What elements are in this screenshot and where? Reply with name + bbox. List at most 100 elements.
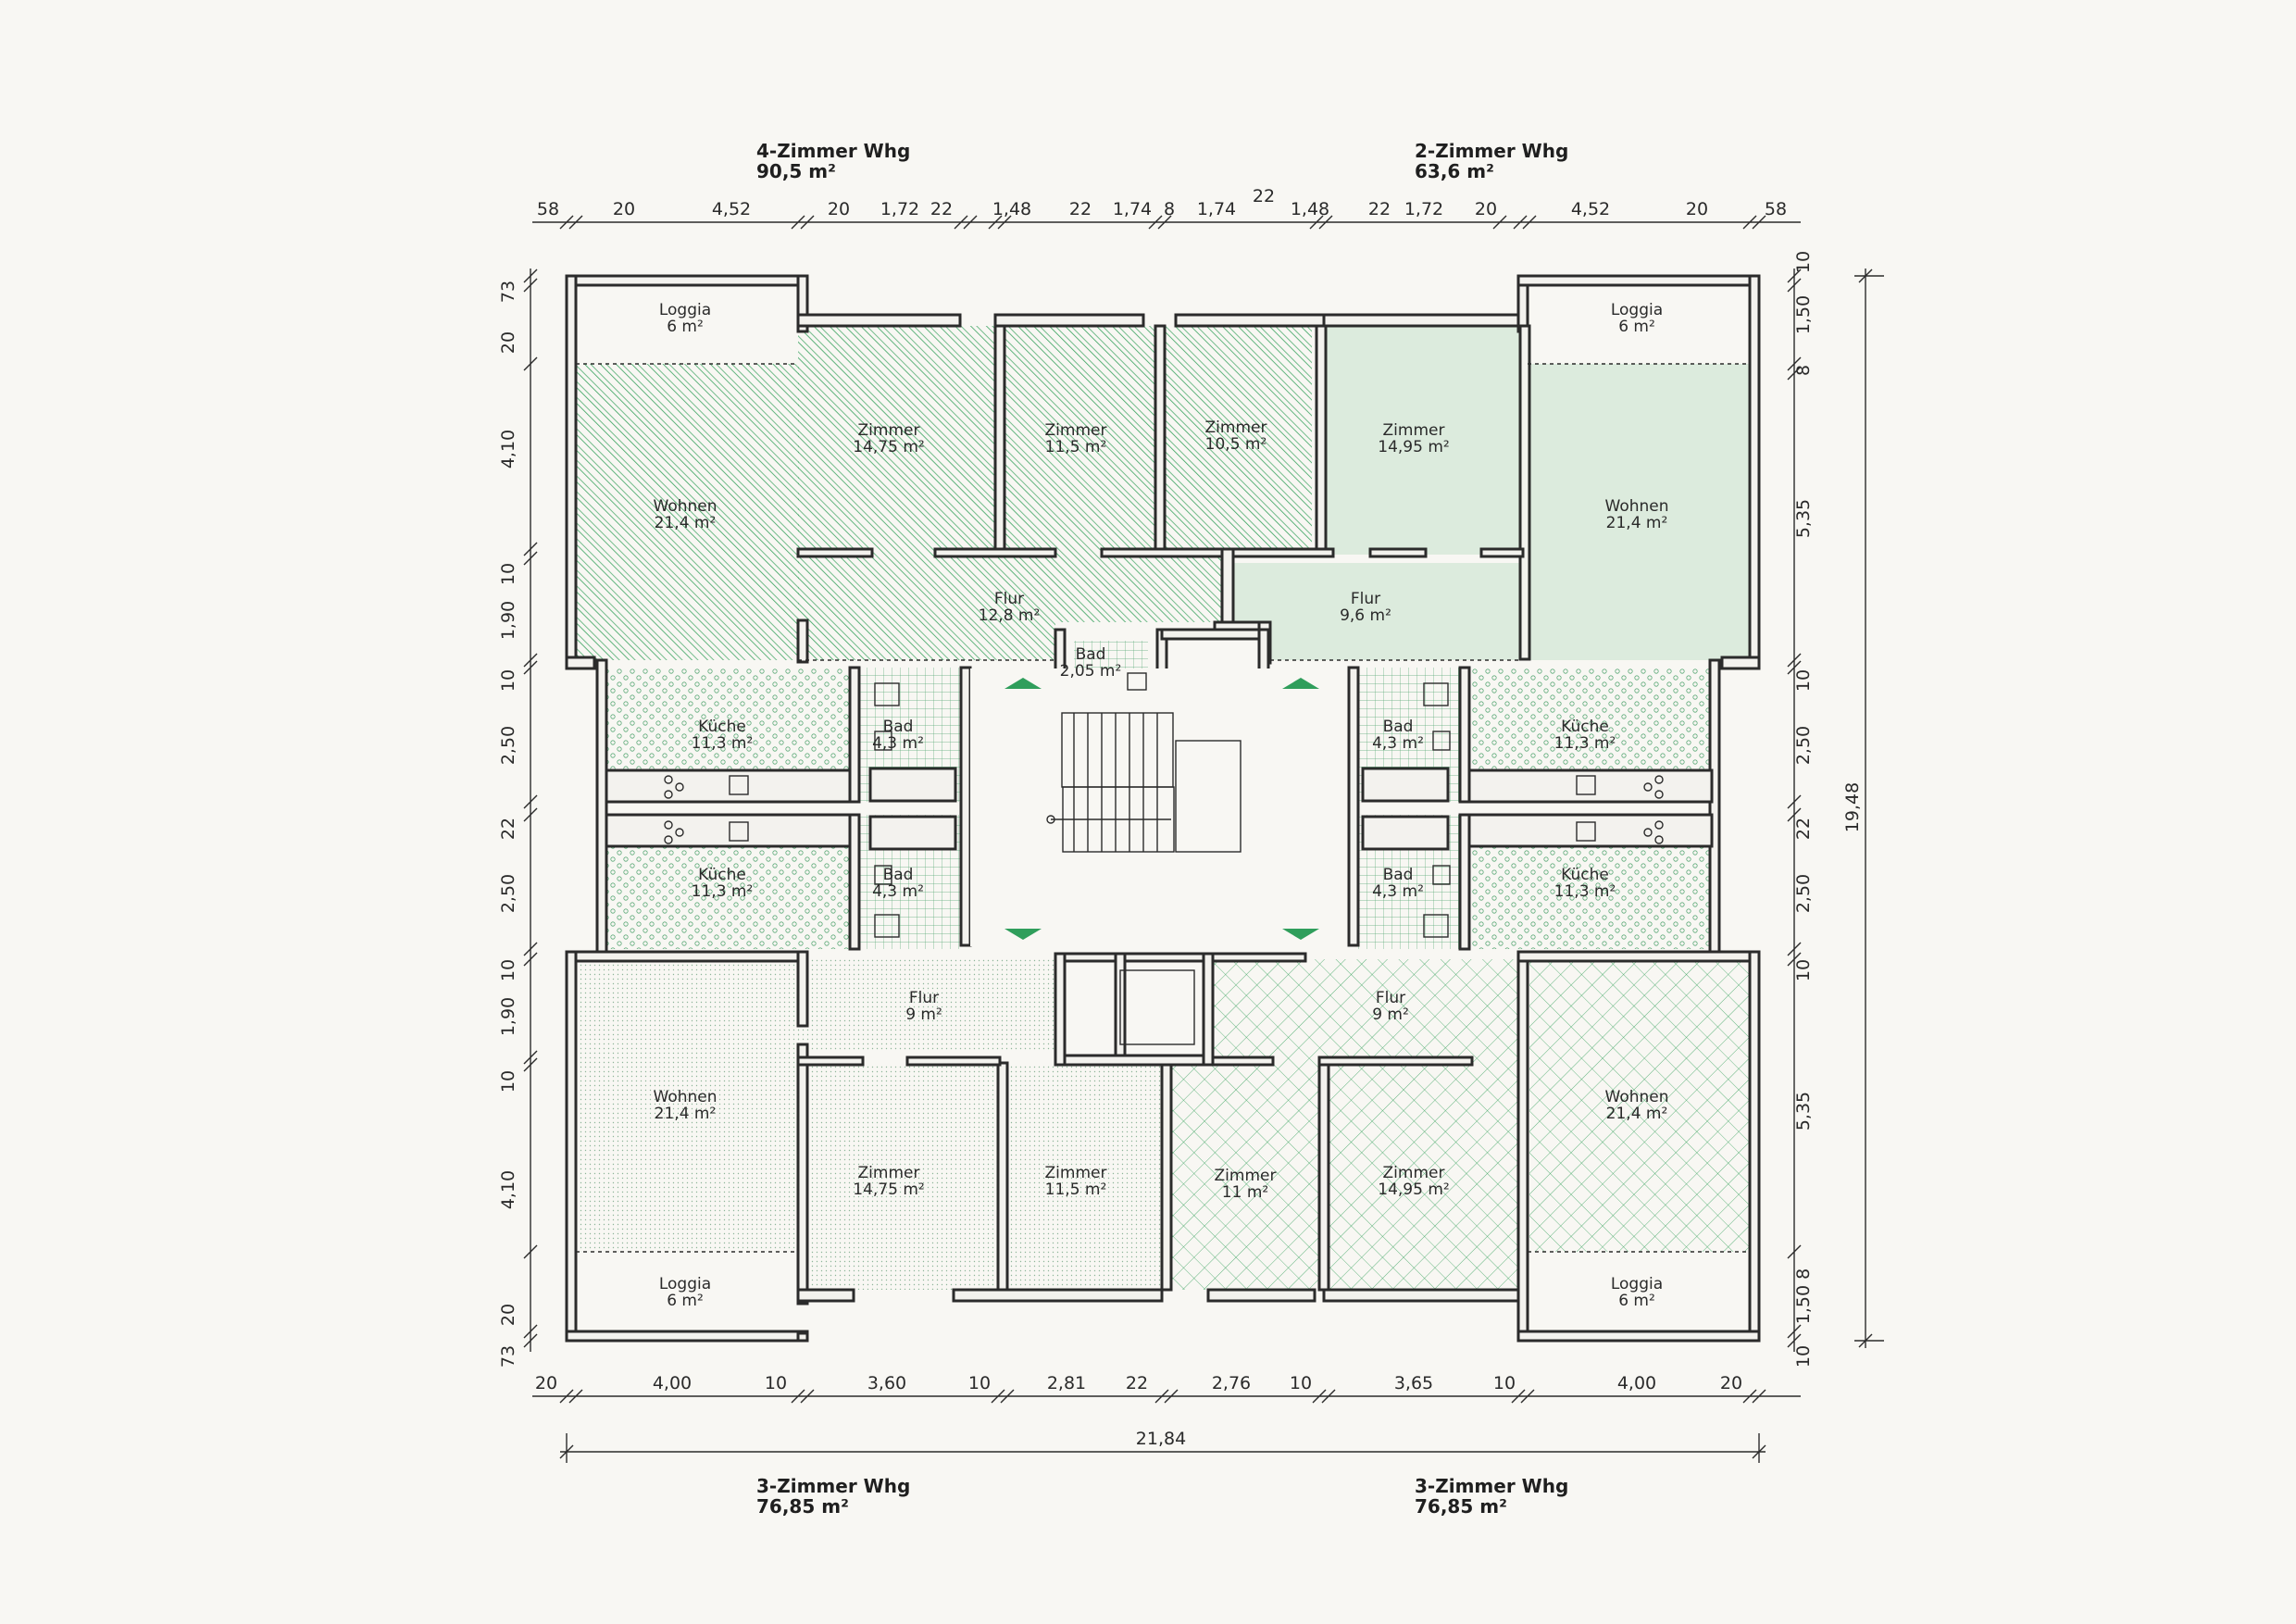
fill-tl-zimmer <box>798 326 1312 555</box>
dim-bottom: 10 <box>1290 1373 1312 1393</box>
stair-down-arrow-icon <box>1282 929 1319 940</box>
dim-left: 73 <box>498 281 518 303</box>
toilet-icon <box>1432 731 1451 751</box>
room-area: 14,95 m² <box>1378 1181 1449 1199</box>
toilet-icon <box>1127 672 1147 691</box>
washbasin-icon <box>874 914 900 938</box>
room-name: Loggia <box>1611 1275 1663 1293</box>
room-name: Wohnen <box>1605 497 1669 516</box>
room-name: Zimmer <box>1383 1164 1445 1182</box>
unit-title: 3-Zimmer Whg <box>756 1475 911 1497</box>
dim-left: 10 <box>498 959 518 981</box>
walls <box>565 274 1761 1343</box>
dim-top: 22 <box>1368 199 1391 219</box>
unit-title: 3-Zimmer Whg <box>1415 1475 1569 1497</box>
room-name: Küche <box>698 718 746 736</box>
dim-top: 1,72 <box>880 199 919 219</box>
unit-area: 63,6 m² <box>1415 160 1494 182</box>
room-name: Flur <box>1376 989 1405 1007</box>
fill-bl-wohnen <box>574 959 799 1252</box>
dim-bottom: 2,81 <box>1047 1373 1086 1393</box>
room-fills <box>574 326 1752 1290</box>
toilet-icon <box>874 865 892 885</box>
dim-left: 10 <box>498 563 518 585</box>
room-name: Flur <box>909 989 939 1007</box>
dim-left: 2,50 <box>498 874 518 913</box>
room-area: 21,4 m² <box>655 514 717 532</box>
room-name: Loggia <box>659 1275 711 1293</box>
room-area: 11,3 m² <box>692 882 754 901</box>
room-area: 4,3 m² <box>872 882 924 901</box>
dim-bottom: 22 <box>1126 1373 1148 1393</box>
unit-header-top-left: 4-Zimmer Whg 90,5 m² <box>756 141 910 181</box>
stove-icon <box>664 775 673 784</box>
room-name: Wohnen <box>654 497 718 516</box>
dim-right: 5,35 <box>1793 499 1814 538</box>
dim-top: 1,48 <box>1291 199 1329 219</box>
fill-bl-zimmer <box>798 1065 1162 1290</box>
room-area: 6 m² <box>1618 318 1655 336</box>
room-area: 11,3 m² <box>1554 734 1616 753</box>
dim-right: 10 <box>1793 959 1814 981</box>
room-area: 11,3 m² <box>692 734 754 753</box>
stove-icon <box>1654 820 1664 830</box>
room-name: Flur <box>994 590 1024 608</box>
toilet-icon <box>1432 865 1451 885</box>
dim-bottom: 4,00 <box>1617 1373 1656 1393</box>
room-area: 11,5 m² <box>1045 1181 1107 1199</box>
dim-right: 2,50 <box>1793 726 1814 765</box>
fill-br-zimmer <box>1168 1065 1525 1290</box>
dim-right: 1,50 8 <box>1793 1268 1814 1324</box>
room-name: Zimmer <box>1045 421 1107 440</box>
dim-top-above: 22 <box>1253 186 1275 206</box>
fill-br-wohnen <box>1529 959 1752 1252</box>
room-area: 4,3 m² <box>1372 734 1424 753</box>
dim-left: 20 <box>498 331 518 354</box>
room-area: 6 m² <box>667 1292 704 1310</box>
fill-tr-zimmer <box>1326 326 1520 555</box>
dim-left: 10 <box>498 1070 518 1093</box>
dim-right: 8 <box>1793 365 1814 376</box>
washbasin-icon <box>1423 914 1449 938</box>
unit-header-bottom-right: 3-Zimmer Whg 76,85 m² <box>1415 1476 1568 1517</box>
room-area: 2,05 m² <box>1060 662 1122 681</box>
unit-header-bottom-left: 3-Zimmer Whg 76,85 m² <box>756 1476 910 1517</box>
room-name: Flur <box>1351 590 1380 608</box>
stair-up-arrow-icon <box>1282 678 1319 689</box>
room-name: Bad <box>1383 718 1414 736</box>
room-area: 21,4 m² <box>1606 514 1668 532</box>
dim-top: 1,74 <box>1113 199 1152 219</box>
dim-bottom: 20 <box>535 1373 557 1393</box>
room-name: Loggia <box>1611 301 1663 319</box>
dim-left: 1,90 <box>498 997 518 1036</box>
room-name: Zimmer <box>1383 421 1445 440</box>
room-name: Zimmer <box>1205 418 1267 437</box>
room-name: Küche <box>1561 866 1609 884</box>
room-area: 14,75 m² <box>853 438 924 456</box>
dim-left: 2,50 <box>498 726 518 765</box>
dim-total-width: 21,84 <box>1136 1429 1186 1449</box>
room-name: Zimmer <box>858 421 920 440</box>
dim-bottom: 20 <box>1720 1373 1742 1393</box>
dim-top: 8 <box>1164 199 1175 219</box>
room-name: Zimmer <box>858 1164 920 1182</box>
room-area: 14,75 m² <box>853 1181 924 1199</box>
room-name: Küche <box>1561 718 1609 736</box>
